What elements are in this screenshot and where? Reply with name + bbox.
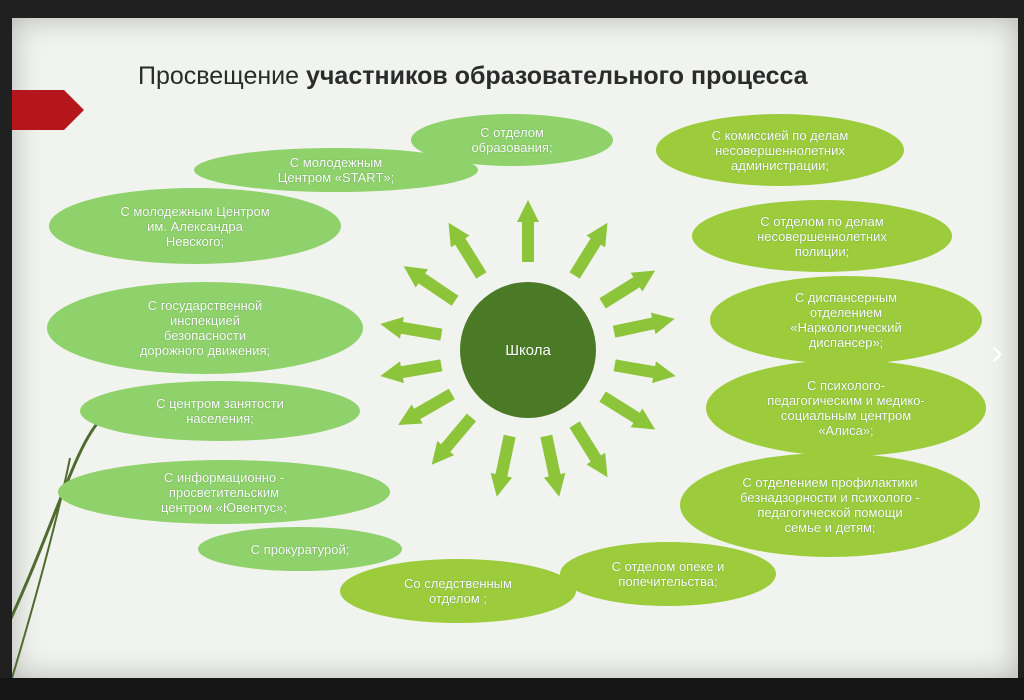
center-label: Школа — [505, 341, 551, 359]
decor-stem-1 — [12, 416, 104, 620]
partner-label-investigation: Со следственным отделом ; — [404, 576, 512, 606]
partner-label-traffic: С государственной инспекцией безопасност… — [139, 298, 271, 358]
partner-label-start: С молодежным Центром «START»; — [277, 155, 395, 185]
partner-bubble-traffic — [47, 282, 363, 374]
arrow-icon-14 — [403, 266, 459, 306]
partner-bubble-narco — [710, 276, 982, 364]
partner-label-employment: С центром занятости населения; — [156, 396, 284, 426]
partner-bubble-guardianship — [560, 542, 776, 606]
projector-bottom-bar — [0, 678, 1024, 700]
partner-bubble-alisa — [706, 360, 986, 456]
partner-bubble-start — [194, 148, 478, 192]
title-bold: участников образовательного процесса — [306, 62, 808, 90]
partner-label-alisa: С психолого- педагогическим и медико- со… — [767, 378, 925, 438]
partner-label-prosecutor: С прокуратурой; — [250, 541, 350, 557]
arrow-icon-12 — [380, 359, 443, 384]
arrow-icon-4 — [612, 312, 675, 338]
chevron-right-icon[interactable]: › — [991, 331, 1003, 372]
title-light: Просвещение — [138, 62, 306, 90]
slide: Просвещение участников образовательного … — [12, 18, 1018, 678]
partner-bubble-police — [692, 200, 952, 272]
arrow-icon-15 — [448, 222, 487, 279]
partner-bubble-employment — [80, 381, 360, 441]
arrow-icon-1 — [517, 200, 539, 262]
partner-label-police: С отделом по делам несовершеннолетних по… — [757, 213, 887, 259]
arrow-icon-7 — [569, 421, 608, 478]
slide-title: Просвещение участников образовательного … — [138, 62, 938, 91]
partner-label-education: С отделом образования; — [471, 125, 553, 155]
partner-label-nevsky: С молодежным Центром им. Александра Невс… — [120, 203, 270, 249]
arrow-icon-13 — [380, 316, 443, 341]
accent-tab-icon — [12, 90, 84, 130]
arrow-icon-2 — [569, 222, 608, 279]
arrow-icon-6 — [599, 391, 656, 430]
partner-label-narco: С диспансерным отделением «Наркологическ… — [790, 290, 902, 350]
center-circle — [460, 282, 596, 418]
partner-label-prevention: С отделением профилактики безнадзорности… — [740, 475, 920, 535]
decor-stem-2 — [12, 457, 71, 678]
arrow-icon-9 — [490, 434, 516, 497]
partner-bubble-prevention — [680, 453, 980, 557]
arrow-icon-11 — [398, 388, 455, 425]
partner-bubble-prosecutor — [198, 527, 402, 571]
partner-label-juventus: С информационно - просветительским центр… — [160, 469, 287, 515]
partner-bubble-juventus — [58, 460, 390, 524]
arrow-icon-8 — [540, 434, 566, 497]
partner-label-commission: С комиссией по делам несовершеннолетних … — [711, 127, 849, 173]
partner-bubble-nevsky — [49, 188, 341, 264]
arrow-icon-3 — [599, 270, 656, 309]
partner-label-guardianship: С отделом опеке и попечительства; — [611, 559, 725, 589]
partner-bubble-investigation — [340, 559, 576, 623]
partner-bubble-commission — [656, 114, 904, 186]
partner-bubble-education — [411, 114, 613, 166]
arrow-icon-10 — [431, 413, 476, 465]
arrow-icon-5 — [613, 359, 676, 384]
diagram-canvas — [12, 90, 986, 678]
